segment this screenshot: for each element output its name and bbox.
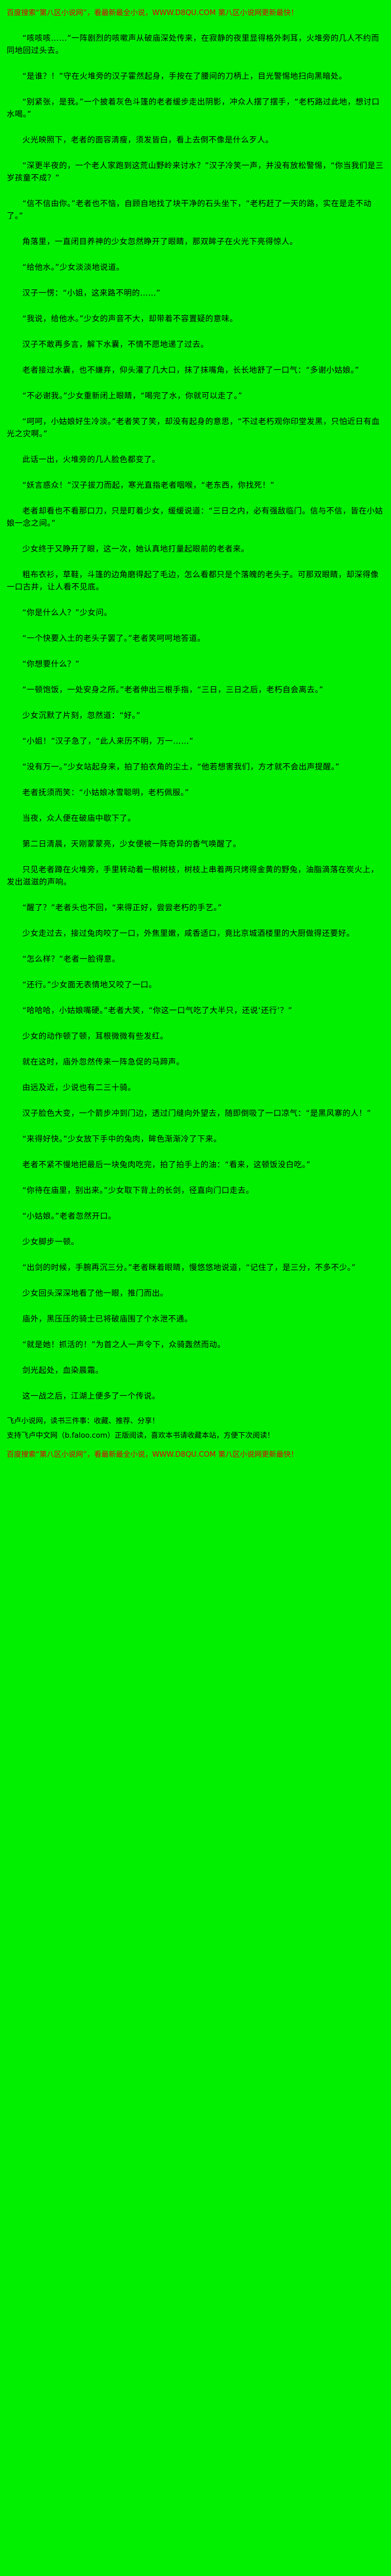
paragraph: 少女走过去，接过兔肉咬了一口，外焦里嫩，咸香适口，竟比京城酒楼里的大厨做得还要好… (22, 929, 355, 938)
paragraph: 老者不紧不慢地把最后一块兔肉吃完，拍了拍手上的油：“看来，这顿饭没白吃。” (22, 1161, 311, 1170)
paragraph: 当夜，众人便在破庙中歇下了。 (22, 814, 136, 823)
paragraph: “信不信由你。”老者也不恼，自顾自地找了块干净的石头坐下，“老朽赶了一天的路，实… (7, 199, 372, 221)
paragraph: “醒了？”老者头也不回，“来得正好，尝尝老朽的手艺。” (22, 904, 222, 912)
paragraph: “你待在庙里，别出来。”少女取下背上的长剑，径直向门口走去。 (22, 1186, 254, 1195)
footer-note-2: 支持飞卢中文网（b.faloo.com）正版阅读，喜欢本书请收藏本站，方便下次阅… (7, 1432, 275, 1440)
paragraph: “给他水。”少女淡淡地说道。 (22, 263, 125, 272)
footer-promo: 百度搜索“第八区小说网”，看最新最全小说，WWW.D8QU.COM 第八区小说网… (7, 1451, 298, 1459)
paragraph: “你是什么人？”少女问。 (22, 609, 112, 617)
paragraph: 少女回头深深地看了他一眼，推门而出。 (22, 1289, 168, 1298)
paragraph: “怎么样？”老者一脸得意。 (22, 955, 121, 964)
paragraph: 第二日清晨，天刚蒙蒙亮，少女便被一阵奇异的香气唤醒了。 (22, 840, 241, 849)
paragraph: “我说，给他水。”少女的声音不大，却带着不容置疑的意味。 (22, 315, 238, 324)
paragraph-list: “咳咳咳……”一阵剧烈的咳嗽声从破庙深处传来，在寂静的夜里显得格外刺耳，火堆旁的… (7, 32, 384, 1403)
paragraph: “来得好快。”少女放下手中的兔肉，眸色渐渐冷了下来。 (22, 1135, 222, 1144)
paragraph: 汉子脸色大变，一个箭步冲到门边，透过门缝向外望去，随即倒吸了一口凉气：“是黑风寨… (22, 1109, 371, 1118)
footer-note-1: 飞卢小说网，读书三件事：收藏、推荐、分享！ (7, 1417, 160, 1425)
paragraph: “妖言惑众！”汉子拔刀而起，寒光直指老者咽喉，“老东西，你找死！” (22, 481, 275, 490)
paragraph: “不必谢我。”少女重新闭上眼睛，“喝完了水，你就可以走了。” (22, 392, 243, 401)
paragraph: “呵呵，小姑娘好生冷淡。”老者笑了笑，却没有起身的意思，“不过老朽观你印堂发黑，… (7, 417, 380, 439)
paragraph: “出剑的时候，手腕再沉三分。”老者眯着眼睛，慢悠悠地说道，“记住了，是三分，不多… (22, 1263, 356, 1272)
paragraph: “小姐！”汉子急了，“此人来历不明，万一……” (22, 737, 194, 746)
paragraph: 剑光起处，血染晨霜。 (22, 1366, 103, 1375)
paragraph: 只见老者蹲在火堆旁，手里转动着一根树枝，树枝上串着两只烤得金黄的野兔，油脂滴落在… (7, 866, 379, 887)
paragraph: 老者接过水囊，也不嫌弃，仰头灌了几大口，抹了抹嘴角，长长地舒了一口气：“多谢小姑… (22, 366, 360, 375)
paragraph: 汉子不敢再多言，解下水囊，不情不愿地递了过去。 (22, 340, 209, 349)
paragraph: 这一战之后，江湖上便多了一个传说。 (22, 1392, 160, 1401)
paragraph: “还行。”少女面无表情地又咬了一口。 (22, 981, 157, 990)
paragraph: 庙外，黑压压的骑士已将破庙围了个水泄不通。 (22, 1315, 193, 1324)
paragraph: “一顿饱饭，一处安身之所。”老者伸出三根手指，“三日，三日之后，老朽自会离去。” (22, 686, 324, 695)
paragraph: “一个快要入土的老头子罢了。”老者笑呵呵地答道。 (22, 634, 206, 643)
paragraph: 老者却看也不看那口刀，只是盯着少女，缓缓说道：“三日之内，必有强敌临门。信与不信… (7, 507, 383, 528)
paragraph: 汉子一愣：“小姐，这来路不明的……” (22, 289, 161, 298)
paragraph: “是谁？！”守在火堆旁的汉子霍然起身，手按在了腰间的刀柄上，目光警惕地扫向黑暗处… (22, 72, 347, 81)
paragraph: 老者抚须而笑：“小姑娘冰雪聪明，老朽佩服。” (22, 788, 189, 797)
paragraph: “深更半夜的，一个老人家跑到这荒山野岭来讨水？”汉子冷笑一声，并没有放松警惕，“… (7, 161, 384, 183)
paragraph: “哈哈哈，小姑娘嘴硬。”老者大笑，“你这一口气吃了大半只，还说‘还行’？” (22, 1006, 293, 1015)
paragraph: “小姑娘。”老者忽然开口。 (22, 1212, 117, 1221)
paragraph: “别紧张，是我。”一个披着灰色斗篷的老者缓步走出阴影，冲众人摆了摆手，“老朽路过… (7, 98, 380, 119)
paragraph: 少女终于又睁开了眼，这一次，她认真地打量起眼前的老者来。 (22, 545, 249, 554)
header-promo: 百度搜索“第八区小说网”，看最新最全小说，WWW.D8QU.COM 第八区小说网… (7, 9, 298, 17)
paragraph: 少女沉默了片刻，忽然道：“好。” (22, 711, 141, 720)
paragraph: 就在这时，庙外忽然传来一阵急促的马蹄声。 (22, 1058, 184, 1067)
paragraph: 此话一出，火堆旁的几人脸色都变了。 (22, 455, 160, 464)
paragraph: “就是她！抓活的！”为首之人一声令下，众骑轰然而动。 (22, 1341, 226, 1349)
paragraph: 角落里，一直闭目养神的少女忽然睁开了眼睛，那双眸子在火光下亮得惊人。 (22, 237, 298, 246)
paragraph: “咳咳咳……”一阵剧烈的咳嗽声从破庙深处传来，在寂静的夜里显得格外刺耳，火堆旁的… (7, 34, 380, 55)
paragraph: 粗布衣衫，草鞋，斗篷的边角磨得起了毛边，怎么看都只是个落魄的老头子。可那双眼睛，… (7, 571, 379, 592)
paragraph: “你想要什么？” (22, 660, 80, 669)
paragraph: 少女脚步一顿。 (22, 1238, 79, 1247)
paragraph: 火光映照下，老者的面容清瘦，须发皆白，看上去倒不像是什么歹人。 (22, 136, 274, 145)
paragraph: “没有万一。”少女站起身来，拍了拍衣角的尘土，“他若想害我们，方才就不会出声提醒… (22, 763, 340, 772)
paragraph: 由远及近，少说也有二三十骑。 (22, 1083, 136, 1092)
paragraph: 少女的动作顿了顿，耳根微微有些发红。 (22, 1032, 168, 1041)
